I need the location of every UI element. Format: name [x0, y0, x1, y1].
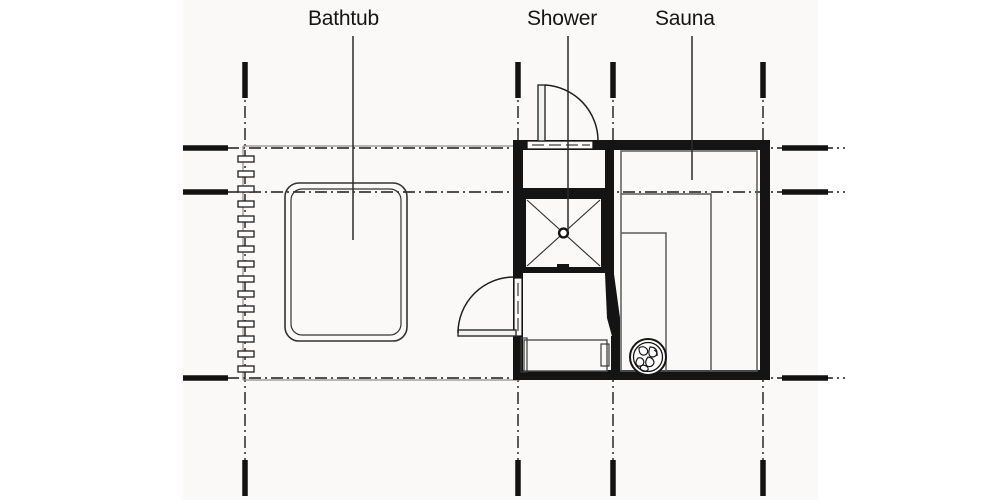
- wall-tie-mark: [237, 170, 255, 178]
- wall-tie-mark: [237, 305, 255, 313]
- wall-tie-mark: [237, 230, 255, 238]
- door-shower-bottom-swing-arc: [457, 276, 515, 334]
- shower-room-bench-edge-right: [600, 343, 610, 367]
- wall-tie-mark: [237, 215, 255, 223]
- wall-tie-mark: [237, 290, 255, 298]
- wall-tie-mark: [237, 350, 255, 358]
- bathtub-fixture: [284, 182, 408, 342]
- door-shower-top[interactable]: [526, 84, 599, 150]
- sauna-stove-icon: [629, 338, 667, 376]
- wall-tie-mark: [237, 335, 255, 343]
- sauna-stone: [653, 349, 658, 357]
- wall-tie-mark: [237, 245, 255, 253]
- door-shower-top-leaf[interactable]: [537, 84, 546, 142]
- sauna-bench-middle: [621, 193, 712, 371]
- sauna-stone: [648, 346, 658, 358]
- sauna-stone: [638, 346, 649, 356]
- bathtub-outer-rim: [284, 182, 408, 342]
- sauna-bench-upper: [620, 150, 758, 372]
- sauna-stove-stones: [635, 346, 658, 373]
- wall-tie-mark: [237, 185, 255, 193]
- grid-axis-end-ticks: [183, 62, 828, 496]
- shower-divider-bar: [521, 188, 607, 194]
- drawing-sheet-background: [183, 0, 818, 500]
- door-shower-top-swing-arc: [544, 84, 599, 142]
- wall-tie-mark: [237, 320, 255, 328]
- label-sauna: Sauna: [655, 7, 715, 30]
- partition-wall-upper: [605, 140, 614, 274]
- shower-room-wall-left: [513, 140, 523, 380]
- wall-tie-marks: [237, 155, 255, 373]
- wall-tie-mark: [237, 365, 255, 373]
- sauna-bench-lower: [621, 232, 667, 371]
- label-bathtub: Bathtub: [308, 7, 379, 30]
- shower-room-wall-bottom: [513, 370, 618, 380]
- wall-tie-mark: [237, 155, 255, 163]
- wall-tie-mark: [237, 275, 255, 283]
- shower-room-bench: [520, 337, 610, 373]
- sauna-stone: [645, 356, 655, 368]
- label-leader-lines: [352, 36, 693, 240]
- wall-tie-mark: [237, 260, 255, 268]
- shower-room-interior-divider: [521, 188, 607, 194]
- sauna-benches: [620, 150, 758, 372]
- sauna-stone: [639, 364, 649, 373]
- partition-wall-jog: [605, 274, 620, 340]
- shower-room-bench-body: [523, 339, 608, 372]
- label-shower: Shower: [527, 7, 598, 30]
- shower-room-bench-edge-left: [520, 337, 528, 373]
- shower-drain-icon: [557, 227, 570, 239]
- shower-sauna-partition-wall: [605, 140, 620, 380]
- wall-tie-mark: [237, 200, 255, 208]
- sauna-wall-right: [760, 140, 770, 380]
- sauna-stove-inner-ring: [632, 341, 664, 373]
- partition-wall-lower: [611, 336, 620, 380]
- door-shower-bottom-leaf[interactable]: [457, 329, 517, 337]
- bathtub-inner-basin: [290, 188, 402, 336]
- door-shower-bottom[interactable]: [457, 276, 523, 337]
- sauna-wall-bottom: [613, 370, 770, 380]
- shower-tray: [520, 193, 607, 273]
- shower-threshold-nib: [557, 264, 569, 270]
